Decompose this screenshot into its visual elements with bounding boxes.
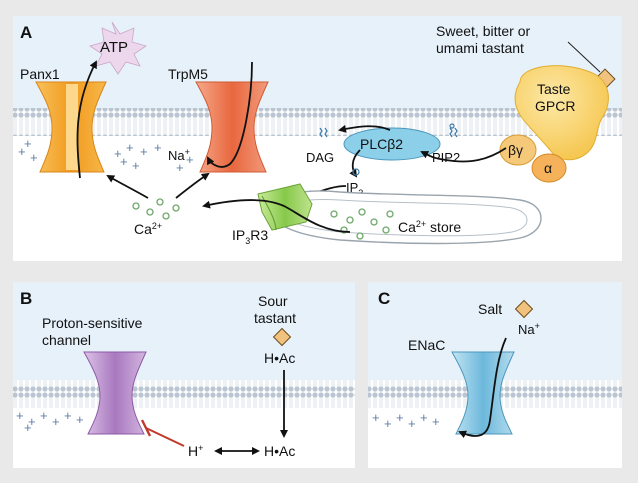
enac-label: ENaC — [408, 337, 445, 353]
g-alpha-label: α — [544, 160, 552, 176]
ca-store — [269, 190, 542, 245]
taste-gpcr: Taste GPCR — [514, 65, 609, 161]
svg-text:+: + — [30, 150, 38, 165]
panx1-label: Panx1 — [20, 66, 60, 82]
charge-signs-b: ++++ +++ — [16, 408, 84, 435]
svg-text:+: + — [16, 408, 24, 423]
gpcr-label-line2: GPCR — [535, 98, 575, 114]
sour-diamond — [272, 327, 292, 347]
atp-burst: ATP — [89, 21, 147, 75]
svg-text:+: + — [132, 158, 140, 173]
proton-sensitive-channel — [83, 351, 147, 435]
pip2-label: PIP2 — [432, 150, 460, 165]
ca-label-a: Ca2+ — [134, 221, 162, 237]
svg-text:+: + — [176, 160, 184, 175]
svg-text:+: + — [24, 420, 32, 435]
svg-text:+: + — [24, 136, 32, 151]
pip2-glyph — [449, 123, 458, 138]
svg-text:+: + — [28, 414, 36, 429]
dag-glyph — [319, 127, 328, 138]
na-label-c: Na+ — [518, 321, 540, 337]
ip3r3-label: IP3R3 — [232, 227, 268, 246]
svg-text:+: + — [40, 408, 48, 423]
svg-text:+: + — [140, 144, 148, 159]
proton-channel-label-line1: Proton-sensitive — [42, 315, 143, 331]
trpm5-channel: TrpM5 — [168, 66, 269, 173]
panel-a-letter: A — [20, 23, 32, 42]
cytosolic-ca-dots — [132, 198, 180, 220]
svg-text:+: + — [154, 140, 162, 155]
na-label-a: Na+ — [168, 147, 190, 163]
svg-text:+: + — [18, 144, 26, 159]
salt-label: Salt — [478, 301, 502, 317]
svg-text:+: + — [408, 416, 416, 431]
tastant-label-line2: umami tastant — [436, 40, 524, 56]
svg-text:+: + — [126, 140, 134, 155]
plc-beta2: PLCβ2 — [343, 127, 441, 161]
charge-signs-c: + + + + + + — [372, 410, 440, 431]
proton-channel-label-line2: channel — [42, 332, 91, 348]
inhibition-bar — [140, 419, 152, 437]
ca-store-label: Ca2+ store — [398, 219, 461, 235]
svg-text:+: + — [420, 410, 428, 425]
plc-label: PLCβ2 — [360, 136, 403, 152]
hac-label-top: H•Ac — [264, 350, 295, 366]
svg-text:+: + — [384, 416, 392, 431]
trpm5-label: TrpM5 — [168, 66, 208, 82]
svg-text:+: + — [76, 412, 84, 427]
panel-b-letter: B — [20, 289, 32, 308]
svg-text:+: + — [114, 146, 122, 161]
panel-c-letter: C — [378, 289, 390, 308]
ip3-glyph — [352, 168, 360, 176]
sour-label-line1: Sour — [258, 293, 288, 309]
h-plus-label: H+ — [188, 443, 203, 459]
enac-channel — [451, 351, 515, 435]
svg-text:+: + — [396, 410, 404, 425]
svg-text:+: + — [64, 408, 72, 423]
svg-text:+: + — [432, 414, 440, 429]
atp-label: ATP — [100, 39, 128, 56]
inhibition-line — [145, 427, 185, 447]
g-protein: βγ α — [499, 134, 567, 183]
svg-text:+: + — [52, 414, 60, 429]
panel-a: A Sweet, bitter or umami tastant Taste G… — [13, 16, 622, 261]
ca-store-dots — [330, 208, 394, 240]
tastant-label-line1: Sweet, bitter or — [436, 23, 530, 39]
panx1-channel: Panx1 — [20, 66, 107, 173]
hac-label-bottom: H•Ac — [264, 443, 295, 459]
charge-signs-a: ++++ ++++ +++ — [18, 136, 194, 175]
g-beta-gamma — [499, 134, 537, 166]
svg-text:+: + — [372, 410, 380, 425]
svg-text:+: + — [186, 152, 194, 167]
dag-label: DAG — [306, 150, 334, 165]
sour-label-line2: tastant — [254, 310, 296, 326]
panel-c: C Salt Na+ ENaC + + + + + + — [368, 282, 622, 468]
svg-text:+: + — [120, 154, 128, 169]
g-alpha — [531, 153, 567, 183]
gpcr-label-line1: Taste — [537, 81, 571, 97]
salt-diamond — [514, 299, 534, 319]
g-beta-gamma-label: βγ — [508, 142, 523, 158]
panel-b: B Proton-sensitive channel Sour tastant … — [13, 282, 355, 468]
